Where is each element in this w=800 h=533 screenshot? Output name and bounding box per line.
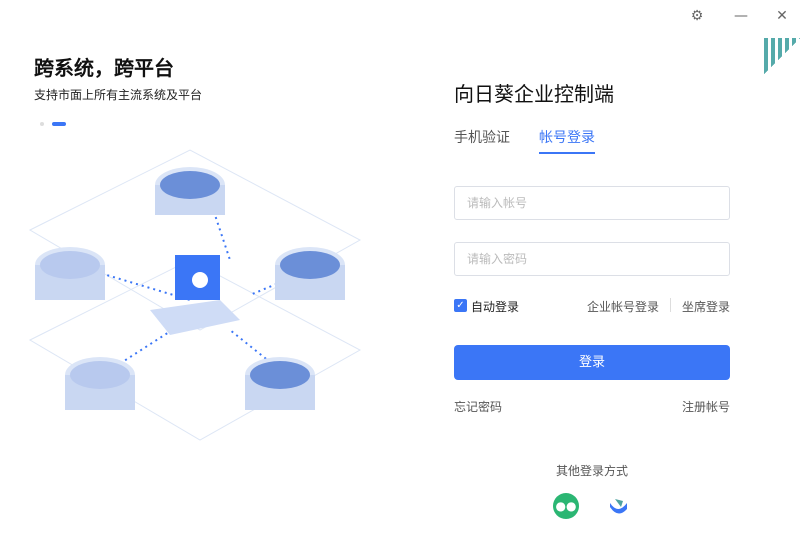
- server-windows: [155, 167, 225, 215]
- carousel-dots: [40, 113, 74, 132]
- minimize-button[interactable]: —: [731, 6, 751, 26]
- auto-login-checkbox[interactable]: ✓: [454, 299, 467, 312]
- server-apple: [275, 247, 345, 300]
- enterprise-login-link[interactable]: 企业帐号登录: [587, 300, 660, 314]
- dingtalk-icon: [610, 499, 627, 514]
- minus-icon: —: [734, 8, 748, 24]
- close-button[interactable]: ✕: [772, 6, 792, 26]
- qr-code-login-toggle[interactable]: [764, 38, 800, 74]
- tab-account-login[interactable]: 帐号登录: [539, 127, 595, 154]
- password-input[interactable]: [454, 242, 730, 276]
- wechat-icon: ●●: [555, 499, 577, 513]
- app-title: 向日葵企业控制端: [454, 82, 614, 106]
- tab-phone-verify[interactable]: 手机验证: [454, 130, 510, 146]
- other-login-label: 其他登录方式: [556, 464, 629, 478]
- register-link[interactable]: 注册帐号: [682, 400, 731, 414]
- agent-login-link[interactable]: 坐席登录: [682, 300, 731, 314]
- close-icon: ✕: [776, 8, 788, 24]
- account-input[interactable]: [454, 186, 730, 220]
- carousel-dot[interactable]: [40, 121, 44, 126]
- check-icon: ✓: [456, 300, 465, 311]
- settings-button[interactable]: ⚙: [687, 6, 707, 26]
- promo-subtitle: 支持市面上所有主流系统及平台: [34, 88, 203, 102]
- wechat-login-button[interactable]: ●●: [553, 493, 579, 519]
- cross-platform-illustration: [28, 149, 362, 441]
- dingtalk-login-button[interactable]: [605, 493, 631, 519]
- divider: [670, 298, 671, 312]
- server-android: [65, 357, 135, 410]
- forgot-password-link[interactable]: 忘记密码: [454, 400, 503, 414]
- auto-login-label[interactable]: 自动登录: [471, 300, 520, 314]
- login-button[interactable]: 登录: [454, 345, 730, 380]
- server-ios: [245, 357, 315, 410]
- promo-title: 跨系统，跨平台: [34, 56, 174, 80]
- laptop: [150, 255, 240, 335]
- carousel-dot-active[interactable]: [52, 121, 66, 126]
- server-linux: [35, 247, 105, 300]
- gear-icon: ⚙: [690, 8, 704, 24]
